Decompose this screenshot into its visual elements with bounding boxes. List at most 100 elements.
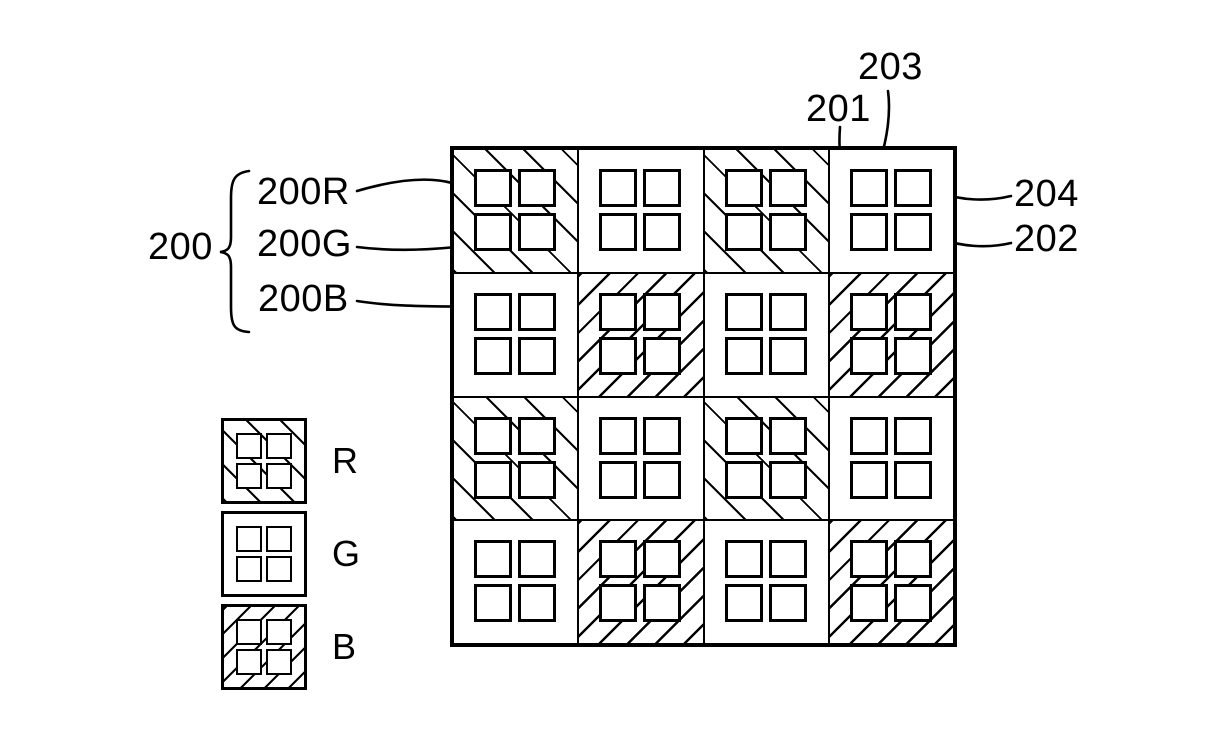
subpixel-aperture <box>599 292 638 331</box>
pixel-cell-g <box>703 272 829 397</box>
label-203: 203 <box>858 46 923 88</box>
subpixel-aperture <box>266 463 292 489</box>
subpixel-aperture <box>236 619 262 645</box>
subpixel-aperture <box>724 540 763 579</box>
pixel-cell-r <box>703 396 829 521</box>
legend-row-r: R <box>221 418 360 504</box>
subpixel-aperture <box>849 584 888 623</box>
subpixel-aperture <box>474 169 512 207</box>
subpixel-aperture <box>474 336 512 375</box>
subpixel-aperture <box>893 292 932 331</box>
subpixel-aperture <box>724 460 763 499</box>
pixel-cell-r <box>453 149 579 273</box>
subpixel-aperture <box>893 460 932 499</box>
subpixel-aperture <box>768 540 807 579</box>
subpixel-aperture <box>643 540 682 579</box>
label-200G: 200G <box>257 223 352 265</box>
subpixel-aperture <box>643 584 682 623</box>
subpixel-aperture <box>599 169 638 207</box>
pixel-cell-g <box>578 396 704 521</box>
legend-label-g: G <box>332 533 361 574</box>
subpixel-aperture <box>266 649 292 675</box>
pixel-cell-g <box>453 520 579 644</box>
subpixel-aperture <box>599 540 638 579</box>
subpixel-aperture <box>893 169 932 207</box>
subpixel-aperture <box>518 336 556 375</box>
pixel-cell-r <box>703 149 829 273</box>
subpixel-aperture <box>518 169 556 207</box>
subpixel-aperture <box>893 336 932 375</box>
brace-200 <box>219 169 251 334</box>
subpixel-aperture <box>724 213 763 251</box>
label-200R: 200R <box>257 171 350 213</box>
subpixel-aperture <box>768 292 807 331</box>
subpixel-aperture <box>768 213 807 251</box>
subpixel-aperture <box>599 460 638 499</box>
subpixel-aperture <box>518 540 556 579</box>
subpixel-aperture <box>518 213 556 251</box>
pixel-cell-g <box>578 149 704 273</box>
label-200B: 200B <box>258 278 349 320</box>
subpixel-aperture <box>893 584 932 623</box>
subpixel-aperture <box>893 540 932 579</box>
subpixel-aperture <box>474 213 512 251</box>
subpixel-aperture <box>266 433 292 459</box>
subpixel-aperture <box>518 416 556 455</box>
pixel-cell-g <box>453 272 579 397</box>
legend-cell-g <box>221 511 307 597</box>
subpixel-aperture <box>236 463 262 489</box>
pixel-cell-b <box>578 272 704 397</box>
subpixel-aperture <box>768 584 807 623</box>
subpixel-aperture <box>643 213 682 251</box>
subpixel-aperture <box>643 292 682 331</box>
subpixel-aperture <box>266 526 292 552</box>
subpixel-aperture <box>849 540 888 579</box>
subpixel-aperture <box>236 649 262 675</box>
subpixel-aperture <box>849 460 888 499</box>
subpixel-aperture <box>768 336 807 375</box>
subpixel-aperture <box>474 460 512 499</box>
subpixel-aperture <box>474 416 512 455</box>
subpixel-aperture <box>893 416 932 455</box>
subpixel-aperture <box>474 584 512 623</box>
pixel-cell-r <box>453 396 579 521</box>
subpixel-aperture <box>474 540 512 579</box>
subpixel-aperture <box>849 336 888 375</box>
subpixel-aperture <box>893 213 932 251</box>
label-200-group: 200 <box>148 226 213 268</box>
subpixel-aperture <box>849 169 888 207</box>
legend-label-r: R <box>332 440 358 481</box>
subpixel-aperture <box>518 292 556 331</box>
subpixel-aperture <box>643 336 682 375</box>
pixel-cell-g <box>828 149 954 273</box>
pixel-cell-b <box>828 520 954 644</box>
legend-cell-r <box>221 418 307 504</box>
subpixel-aperture <box>266 619 292 645</box>
subpixel-aperture <box>518 460 556 499</box>
label-204: 204 <box>1014 173 1079 215</box>
legend-row-g: G <box>221 511 360 597</box>
subpixel-aperture <box>236 526 262 552</box>
subpixel-aperture <box>518 584 556 623</box>
subpixel-aperture <box>724 416 763 455</box>
pixel-cell-b <box>828 272 954 397</box>
legend-cell-b <box>221 604 307 690</box>
subpixel-aperture <box>236 433 262 459</box>
subpixel-aperture <box>474 292 512 331</box>
subpixel-aperture <box>643 460 682 499</box>
subpixel-aperture <box>599 336 638 375</box>
pixel-cell-b <box>578 520 704 644</box>
subpixel-aperture <box>599 416 638 455</box>
label-202: 202 <box>1014 218 1079 260</box>
subpixel-aperture <box>643 169 682 207</box>
subpixel-aperture <box>849 416 888 455</box>
legend-row-b: B <box>221 604 360 690</box>
subpixel-aperture <box>599 213 638 251</box>
subpixel-aperture <box>643 416 682 455</box>
label-201: 201 <box>806 88 871 130</box>
pixel-array-grid <box>450 146 957 647</box>
pixel-cell-g <box>828 396 954 521</box>
subpixel-aperture <box>724 336 763 375</box>
